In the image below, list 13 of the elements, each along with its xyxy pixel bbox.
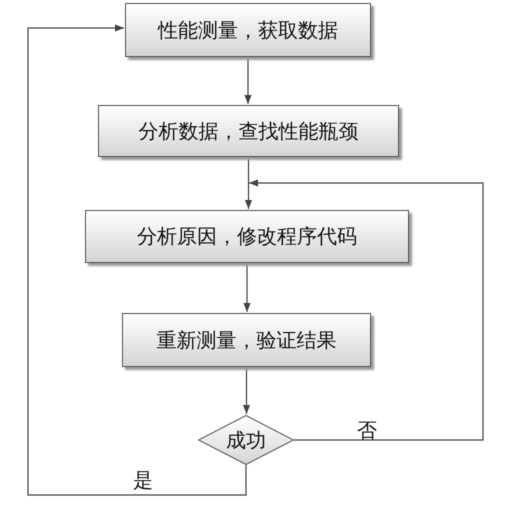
process-box: 分析数据，查找性能瓶颈 [98,105,399,157]
arrow [244,57,252,104]
arrow [27,24,247,496]
decision-diamond: 成功 [198,415,294,465]
process-box: 分析原因，修改程序代码 [85,210,409,263]
arrow [244,157,252,209]
process-box: 性能测量，获取数据 [125,3,371,57]
process-box: 重新测量，验证结果 [122,313,371,367]
arrow [249,179,484,441]
edge-label: 是 [133,470,153,490]
edge-label: 否 [357,420,377,440]
arrow [242,367,250,414]
arrow [243,263,251,312]
